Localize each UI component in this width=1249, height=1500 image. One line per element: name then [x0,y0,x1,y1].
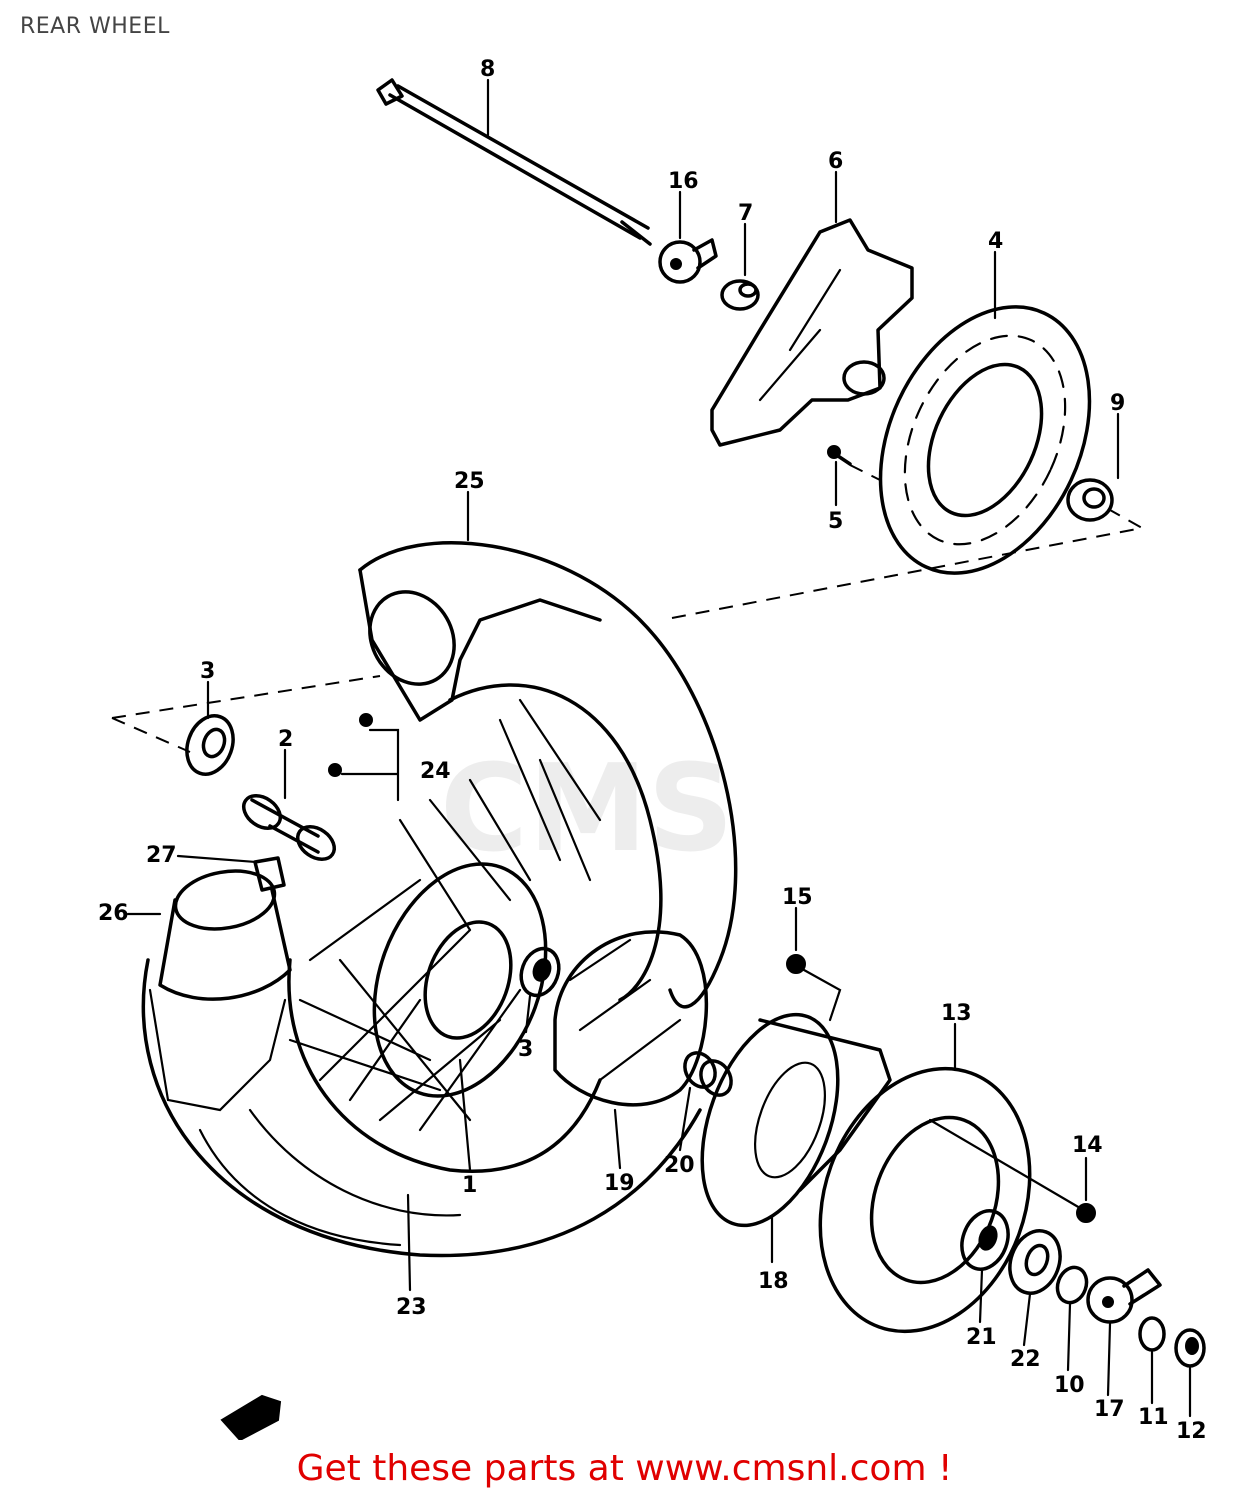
label-15: 15 [782,885,813,910]
label-2: 2 [278,727,293,752]
label-19: 19 [604,1171,635,1196]
label-20: 20 [664,1153,695,1178]
label-16: 16 [668,169,699,194]
part-chain-adjuster-17[interactable] [1086,1268,1162,1324]
part-bolt-5[interactable] [827,445,852,466]
label-18: 18 [758,1269,789,1294]
label-11: 11 [1138,1405,1169,1430]
cmsnl-link[interactable]: Get these parts at www.cmsnl.com ! [296,1448,953,1489]
assembly-lines [111,464,1145,753]
label-12: 12 [1176,1419,1207,1440]
part-27[interactable] [253,856,286,892]
part-hub-26[interactable] [148,864,292,1112]
label-13: 13 [941,1001,972,1026]
page-title: REAR WHEEL [20,14,170,39]
part-damper-19[interactable] [553,930,708,1107]
part-bearing-3-left[interactable] [179,709,241,780]
exploded-parts-diagram: 8 16 7 6 4 9 5 25 3 2 24 27 26 3 1 23 19… [98,57,1207,1440]
part-nut-12[interactable] [1174,1328,1206,1368]
part-chain-adjuster-left[interactable] [658,238,718,284]
part-nut-9[interactable] [1066,478,1114,522]
label-26: 26 [98,901,129,926]
label-14: 14 [1072,1133,1103,1158]
leader-lines [126,78,1192,1418]
part-number-labels: 8 16 7 6 4 9 5 25 3 2 24 27 26 3 1 23 19… [98,57,1207,1440]
part-axle[interactable] [376,78,652,246]
label-27: 27 [146,843,177,868]
part-spacer-7[interactable] [720,279,760,311]
label-7: 7 [738,201,753,226]
label-3-left: 3 [200,659,215,684]
label-6: 6 [828,149,843,174]
part-spokes[interactable] [288,698,602,1132]
part-washer-11[interactable] [1138,1316,1166,1352]
part-caliper-bracket[interactable] [710,218,914,447]
label-10: 10 [1054,1373,1085,1398]
part-bearing-21[interactable] [954,1204,1016,1275]
part-bolt-15[interactable] [786,954,842,1022]
part-seal-22[interactable] [1002,1224,1069,1301]
part-spacer-2[interactable] [238,789,341,866]
label-9: 9 [1110,391,1125,416]
part-bolt-14[interactable] [928,1118,1096,1223]
part-sprocket-13[interactable] [785,1039,1065,1361]
label-3-right: 3 [518,1037,533,1062]
front-arrow-icon [220,1394,282,1440]
part-spacer-10[interactable] [1053,1263,1092,1306]
label-23: 23 [396,1295,427,1320]
label-4: 4 [988,229,1003,254]
part-spacer-20[interactable] [679,1047,737,1100]
label-17: 17 [1094,1397,1125,1422]
label-21: 21 [966,1325,997,1350]
label-22: 22 [1010,1347,1041,1372]
label-25: 25 [454,469,485,494]
part-bearing-3-right[interactable] [515,943,565,1000]
label-8: 8 [480,57,495,82]
part-spoke-24[interactable] [328,713,400,802]
label-24: 24 [420,759,451,784]
label-1: 1 [462,1173,477,1198]
part-brake-disc[interactable] [840,273,1131,607]
label-5: 5 [828,509,843,534]
part-sprocket-carrier[interactable] [676,996,892,1244]
